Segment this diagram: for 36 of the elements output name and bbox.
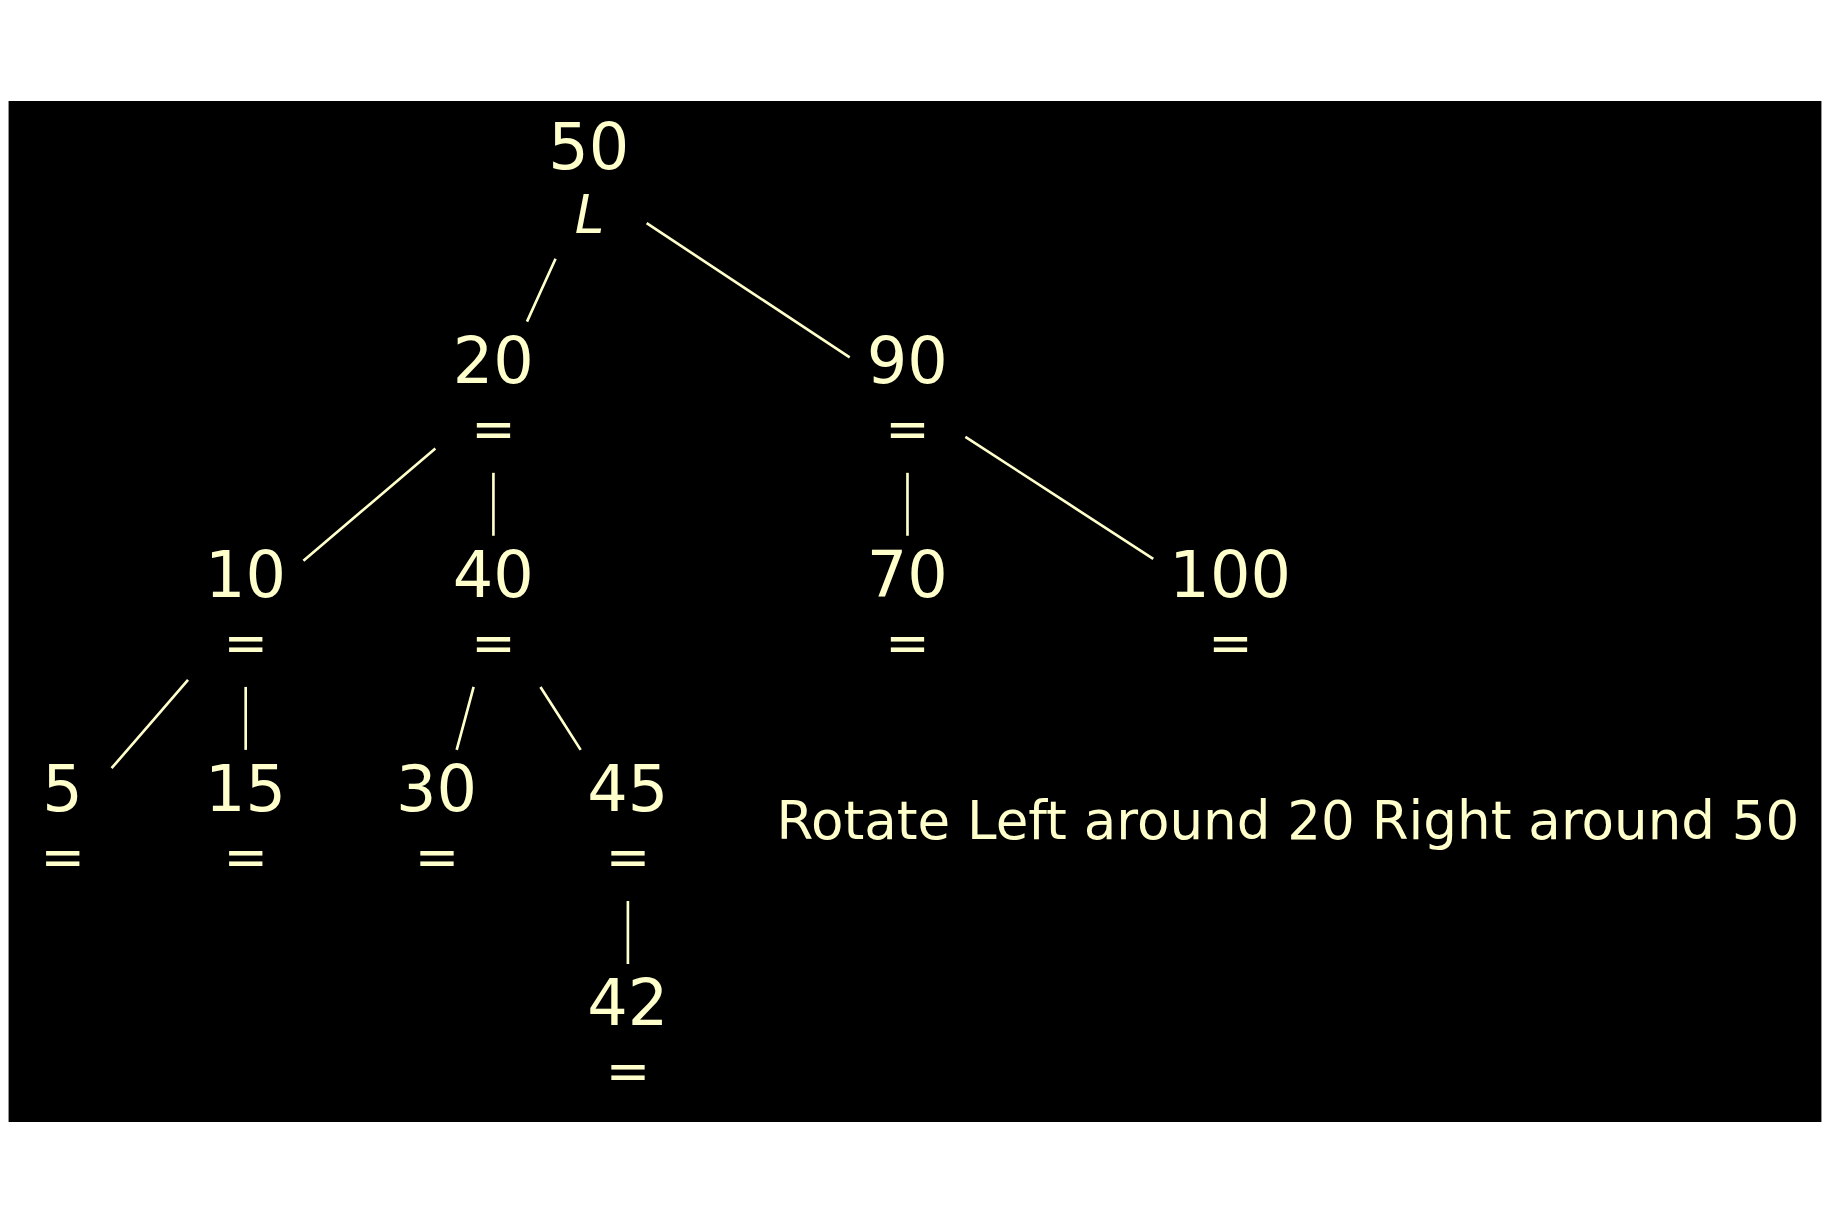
node-text: 20 (452, 323, 534, 398)
connector (455, 686, 475, 751)
node-label: = (471, 612, 516, 675)
node-text: 30 (396, 752, 478, 827)
node-text: 70 (866, 537, 948, 612)
node-label: = (605, 1040, 651, 1103)
node-label: L (574, 183, 605, 246)
node-text: 90 (866, 323, 948, 398)
node-label: = (885, 612, 930, 675)
connector (626, 901, 630, 964)
node-label: = (223, 612, 269, 675)
connector (244, 686, 247, 750)
node-label: = (605, 826, 651, 889)
connector (492, 472, 495, 536)
connector (645, 222, 851, 359)
node-text: 15 (204, 752, 287, 827)
node-text: 50 (548, 109, 630, 184)
node-text: 40 (452, 537, 534, 612)
node-text: 42 (587, 966, 669, 1041)
node-label: = (885, 397, 930, 460)
connector (906, 472, 909, 536)
connector (302, 447, 437, 562)
connector (110, 679, 190, 770)
connector (525, 258, 557, 323)
node-text: 45 (587, 752, 669, 827)
connector (539, 686, 582, 751)
label: Rotate Left around 20 Right around 50 (776, 789, 1800, 852)
node-label: = (40, 826, 85, 889)
node-label: = (414, 826, 460, 889)
node-text: 10 (204, 537, 287, 612)
node-text: 100 (1169, 537, 1291, 612)
node-label: = (223, 826, 269, 889)
node-label: = (471, 397, 516, 460)
node-text: 5 (42, 752, 83, 827)
connector (964, 435, 1154, 561)
node-label: = (1208, 612, 1253, 675)
